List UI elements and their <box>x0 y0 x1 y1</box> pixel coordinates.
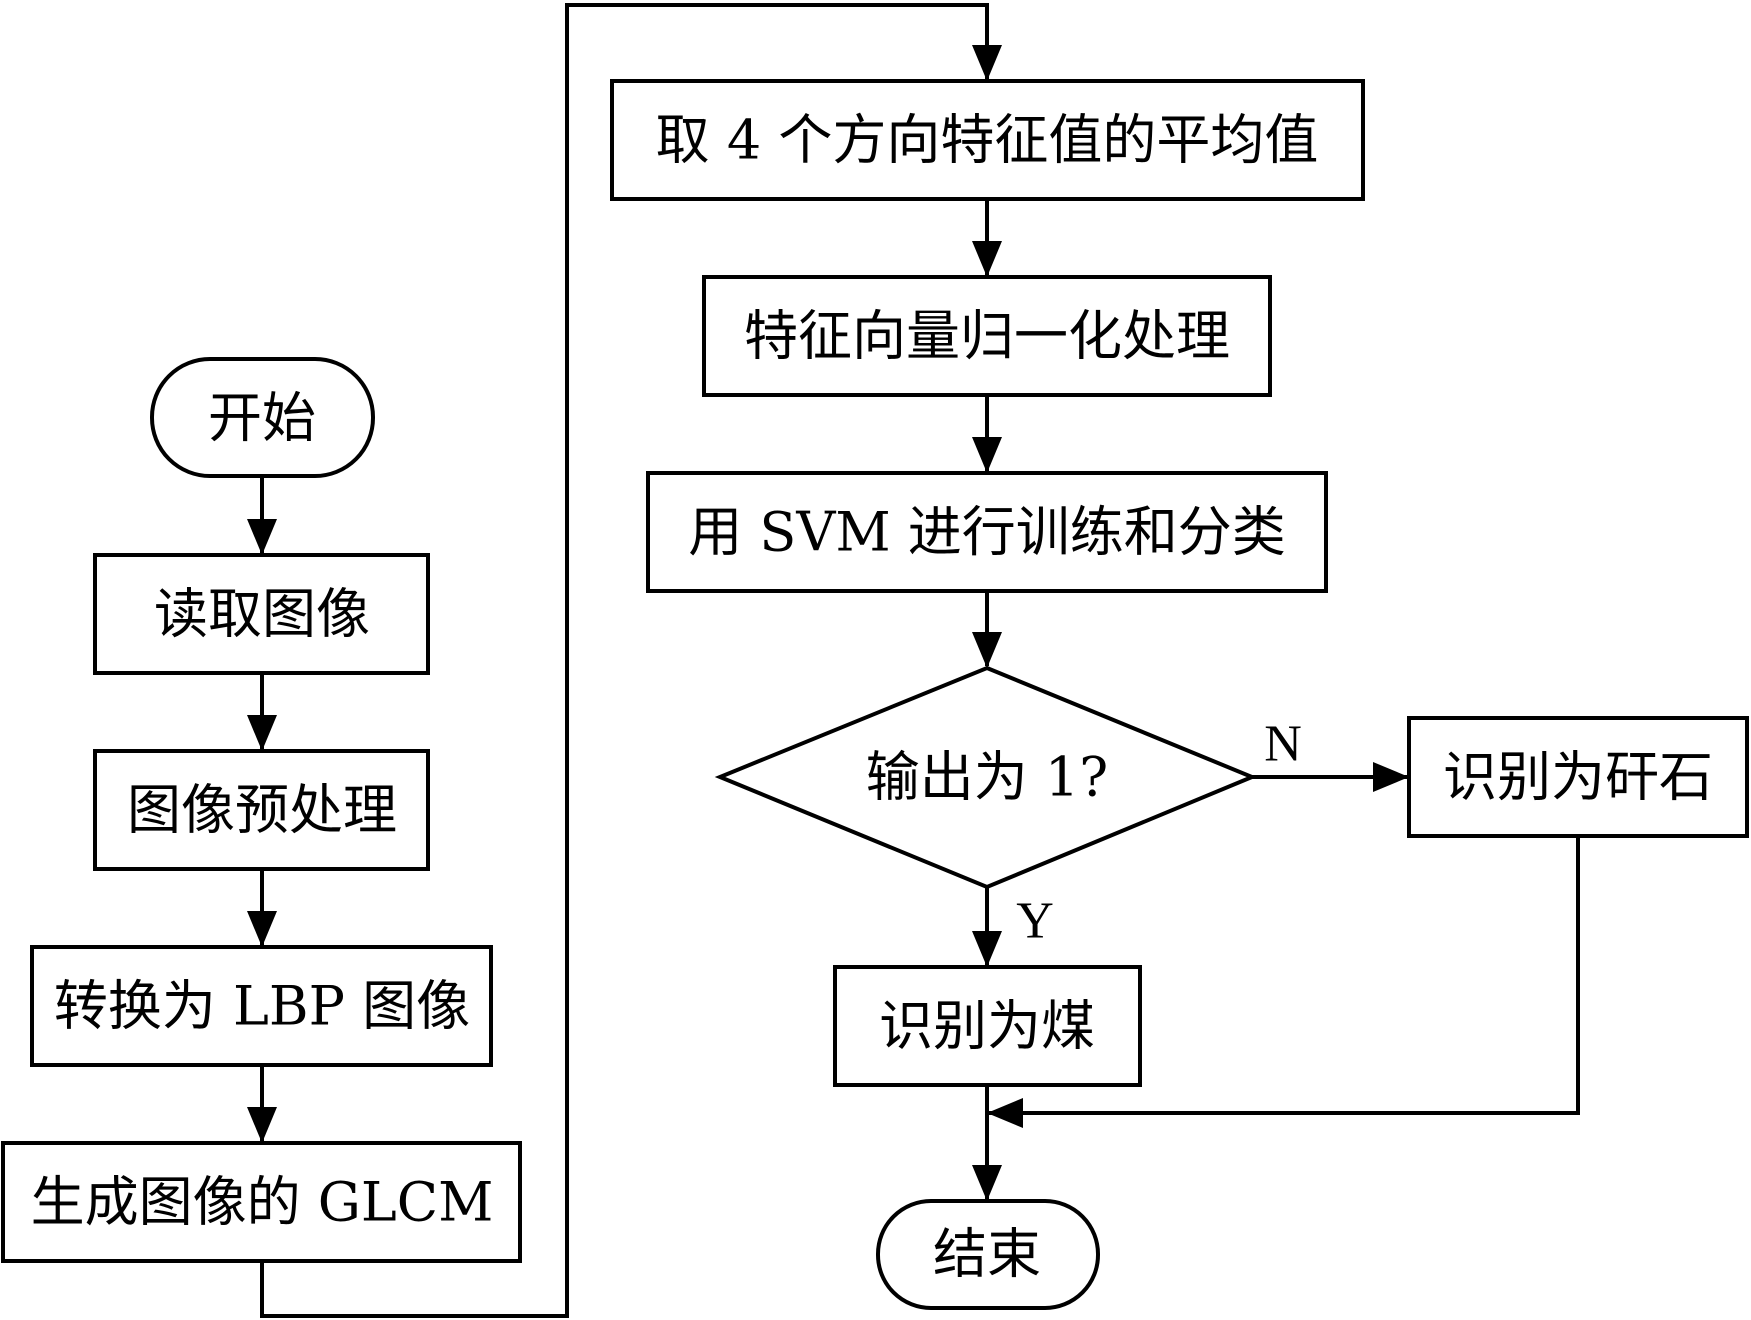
end-node: 结束 <box>876 1199 1100 1310</box>
normalize-node: 特征向量归一化处理 <box>702 275 1272 397</box>
decision-node: 输出为 1? <box>714 665 1258 890</box>
to-lbp-label: 转换为 LBP 图像 <box>54 975 470 1038</box>
preprocess-label: 图像预处理 <box>127 779 397 842</box>
edge-gangue-to-merge <box>987 836 1580 1128</box>
yes-branch-label: Y <box>1016 893 1054 950</box>
gangue-node: 识别为矸石 <box>1407 716 1749 838</box>
average-node: 取 4 个方向特征值的平均值 <box>610 79 1365 201</box>
no-branch-label: N <box>1264 716 1302 773</box>
start-label: 开始 <box>208 387 316 450</box>
svm-label: 用 SVM 进行训练和分类 <box>688 501 1286 564</box>
gangue-label: 识别为矸石 <box>1443 746 1713 809</box>
normalize-label: 特征向量归一化处理 <box>744 305 1230 368</box>
decision-label: 输出为 1? <box>866 746 1108 809</box>
coal-node: 识别为煤 <box>833 965 1142 1087</box>
to-lbp-node: 转换为 LBP 图像 <box>30 945 493 1067</box>
edge-glcm-to-average <box>260 3 1002 1318</box>
preprocess-node: 图像预处理 <box>93 749 430 871</box>
read-image-label: 读取图像 <box>154 583 370 646</box>
average-label: 取 4 个方向特征值的平均值 <box>656 109 1319 172</box>
svm-node: 用 SVM 进行训练和分类 <box>646 471 1328 593</box>
coal-label: 识别为煤 <box>879 995 1095 1058</box>
end-label: 结束 <box>933 1223 1041 1286</box>
glcm-node: 生成图像的 GLCM <box>1 1141 522 1263</box>
start-node: 开始 <box>150 357 375 478</box>
glcm-label: 生成图像的 GLCM <box>31 1171 494 1234</box>
read-image-node: 读取图像 <box>93 553 430 675</box>
